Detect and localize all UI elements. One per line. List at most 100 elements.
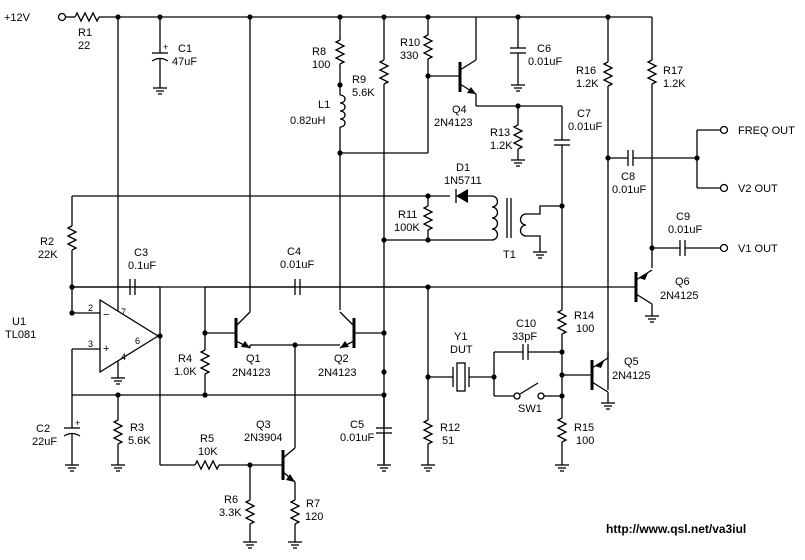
v2-out-label: V2 OUT [738,183,778,195]
c8-ref: C8 [621,171,635,183]
r16-value: 1.2K [576,78,599,90]
y1-ref: Y1 [454,331,467,343]
c7-capacitor [554,106,570,310]
r13-ref: R13 [490,127,510,139]
u1-opamp: − + [71,298,160,395]
c10-capacitor [493,344,562,377]
r3-resistor [111,395,125,472]
r7-ref: R7 [306,498,320,510]
supply-rail [57,11,653,60]
r8-ref: R8 [312,46,326,58]
c2-ref: C2 [36,423,50,435]
r8-resistor [334,17,346,95]
sw1-switch [493,377,562,400]
r6-resistor [243,465,257,549]
freq-out-terminal [719,125,729,135]
r2-value: 22K [38,249,58,261]
q6-value: 2N4125 [660,290,699,302]
c7-ref: C7 [577,108,591,120]
q2-ref: Q2 [334,353,349,365]
q4-value: 2N4123 [434,117,473,129]
v1-out-terminal [719,243,729,253]
c3-capacitor [72,279,161,336]
r16-ref: R16 [576,65,596,77]
q2-value: 2N4123 [318,367,357,379]
supply-junctions [115,14,611,20]
q6-ref: Q6 [675,276,690,288]
r15-resistor [555,417,569,472]
r8-value: 100 [312,59,330,71]
c9-value: 0.01uF [668,224,703,236]
r11-ref: R11 [398,209,417,221]
r16-resistor [602,17,614,390]
r1-ref: R1 [78,27,92,39]
c8-value: 0.01uF [612,184,647,196]
t1-ref: T1 [503,249,516,261]
c6-ref: C6 [537,43,551,55]
c9-capacitor [652,240,721,256]
c6-value: 0.01uF [528,56,563,68]
q1-transistor [205,310,251,349]
svg-text:−: − [103,309,109,321]
r13-resistor [511,106,525,167]
r12-ref: R12 [440,422,460,434]
d1-ref: D1 [456,162,470,174]
r4-ref: R4 [178,353,192,365]
c4-value: 0.01uF [280,259,315,271]
c1-capacitor: + [151,17,169,95]
q5-transistor [590,352,615,410]
u1-pin4: 4 [121,352,126,362]
u1-value: TL081 [5,329,36,341]
r15-value: 100 [576,435,594,447]
u1-ref: U1 [12,316,26,328]
r1-value: 22 [78,40,90,52]
r17-resistor [646,59,658,268]
r9-value: 5.6K [352,87,375,99]
d1-diode [455,189,492,203]
u1-pin2: 2 [88,303,93,313]
r4-value: 1.0K [174,366,197,378]
r2-resistor [66,196,78,313]
c9-ref: C9 [676,211,690,223]
r3-ref: R3 [130,422,144,434]
r6-value: 3.3K [219,507,242,519]
c6-capacitor [510,17,526,92]
svg-text:+: + [75,418,80,428]
c8-capacitor [608,150,697,166]
q2-transistor [339,311,384,349]
q3-value: 2N3904 [244,432,283,444]
r5-resistor [194,459,220,471]
r14-resistor [556,309,568,418]
source-url[interactable]: http://www.qsl.net/va3iul [606,522,746,536]
supply-terminal [57,12,67,22]
r14-value: 100 [576,323,594,335]
r15-ref: R15 [574,422,594,434]
supply-label: +12V [4,12,31,24]
l1-ref: L1 [318,99,330,111]
c3-value: 0.1uF [128,260,156,272]
r11-resistor [422,196,434,240]
c1-ref: C1 [178,43,192,55]
c2-value: 22uF [32,436,57,448]
r10-value: 330 [400,50,418,62]
c4-capacitor [294,279,428,295]
c3-ref: C3 [134,247,148,259]
r11-value: 100K [394,222,420,234]
q3-ref: Q3 [256,419,271,431]
y1-value: DUT [450,344,473,356]
q1-ref: Q1 [246,353,261,365]
r7-resistor [288,499,302,549]
l1-inductor [339,94,346,310]
l1-value: 0.82uH [290,115,326,127]
r6-ref: R6 [224,494,238,506]
r12-resistor [421,419,435,472]
r12-value: 51 [442,435,454,447]
r3-value: 5.6K [128,435,151,447]
q5-value: 2N4125 [612,370,651,382]
svg-text:+: + [103,343,109,355]
c5-capacitor [376,395,392,472]
q1-value: 2N4123 [232,367,271,379]
c5-value: 0.01uF [340,432,375,444]
c7-value: 0.01uF [568,121,603,133]
u1-pin6: 6 [135,336,140,346]
